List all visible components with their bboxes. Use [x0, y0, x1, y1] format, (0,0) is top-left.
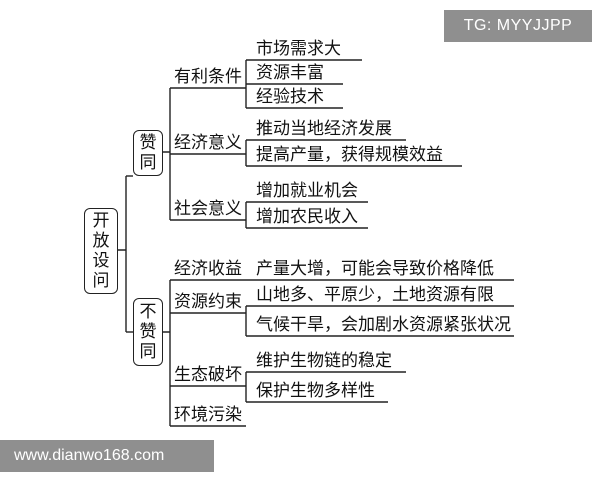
item-experience-tech: 经验技术 — [256, 87, 324, 107]
item-limited-land: 山地多、平原少，土地资源有限 — [256, 285, 494, 305]
item-promote-economy: 推动当地经济发展 — [256, 119, 392, 139]
item-biodiversity: 保护生物多样性 — [256, 381, 375, 401]
group-economic-significance: 经济意义 — [174, 133, 242, 153]
watermark-bottom: www.dianwo168.com — [0, 440, 214, 472]
watermark-top: TG: MYYJJPP — [444, 10, 592, 42]
item-rich-resources: 资源丰富 — [256, 63, 324, 83]
group-social-significance: 社会意义 — [174, 199, 242, 219]
connector-disagree-trunk — [163, 280, 171, 426]
branch-disagree-label: 不赞同 — [139, 302, 157, 362]
item-market-demand: 市场需求大 — [256, 39, 341, 59]
item-farmer-income: 增加农民收入 — [256, 207, 358, 227]
group-favorable-conditions: 有利条件 — [174, 67, 242, 87]
branch-disagree: 不赞同 — [133, 298, 163, 366]
root-node: 开放设问 — [84, 208, 118, 294]
item-more-jobs: 增加就业机会 — [256, 181, 358, 201]
group-ecological-damage: 生态破坏 — [174, 365, 242, 385]
item-price-drop: 产量大增，可能会导致价格降低 — [256, 259, 494, 279]
group-resource-constraint: 资源约束 — [174, 292, 242, 312]
branch-agree-label: 赞同 — [139, 133, 157, 173]
group-economic-return: 经济收益 — [174, 259, 242, 279]
connector-agree-trunk — [163, 88, 171, 220]
item-water-shortage: 气候干旱，会加剧水资源紧张状况 — [256, 315, 511, 335]
connector-root — [118, 176, 127, 332]
item-food-chain: 维护生物链的稳定 — [256, 351, 392, 371]
item-scale-benefit: 提高产量，获得规模效益 — [256, 145, 443, 165]
branch-agree: 赞同 — [133, 130, 163, 176]
root-label: 开放设问 — [92, 211, 110, 291]
group-environmental-pollution: 环境污染 — [174, 405, 242, 425]
